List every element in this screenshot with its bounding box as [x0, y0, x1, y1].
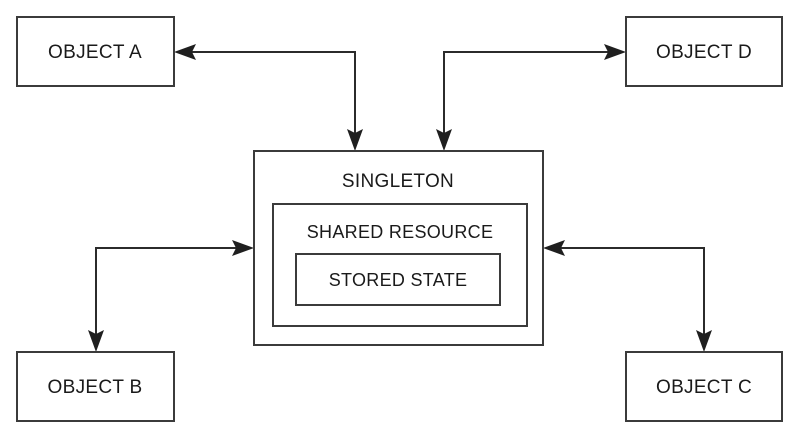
connector-singleton-to-object-b — [88, 240, 254, 352]
arrowhead-left-singleton-right — [543, 240, 565, 256]
stored-state-label: STORED STATE — [329, 270, 468, 290]
arrowhead-down-singleton-left — [347, 129, 363, 151]
object-b-box[interactable] — [16, 351, 175, 422]
node-stored-state[interactable]: STORED STATE — [295, 253, 501, 306]
node-object-c[interactable]: OBJECT C — [625, 351, 783, 422]
object-d-box[interactable] — [625, 16, 783, 87]
node-shared-resource[interactable]: SHARED RESOURCE STORED STATE — [272, 203, 528, 327]
object-c-label: OBJECT C — [656, 377, 752, 398]
connector-line-singleton-object-d — [443, 51, 620, 145]
connector-singleton-to-object-c — [543, 240, 712, 352]
arrowhead-left-object-a — [174, 44, 196, 60]
object-d-label: OBJECT D — [656, 42, 752, 63]
object-b-label: OBJECT B — [48, 377, 143, 398]
object-c-box[interactable] — [625, 351, 783, 422]
connector-line-singleton-object-b — [95, 247, 248, 346]
connector-line-singleton-object-c — [549, 247, 705, 346]
node-object-b[interactable]: OBJECT B — [16, 351, 175, 422]
arrowhead-right-object-d — [604, 44, 626, 60]
node-singleton[interactable]: SINGLETON SHARED RESOURCE STORED STATE — [253, 150, 544, 346]
object-a-box[interactable] — [16, 16, 175, 87]
stored-state-box[interactable] — [295, 253, 501, 306]
connector-singleton-to-object-d — [436, 44, 626, 151]
singleton-label: SINGLETON — [342, 171, 454, 192]
object-a-label: OBJECT A — [48, 42, 142, 63]
shared-resource-label: SHARED RESOURCE — [307, 222, 494, 242]
arrowhead-down-singleton-right — [436, 129, 452, 151]
connector-singleton-to-object-a — [174, 44, 363, 151]
arrowhead-down-object-c — [696, 330, 712, 352]
node-object-d[interactable]: OBJECT D — [625, 16, 783, 87]
arrowhead-right-singleton-left — [232, 240, 254, 256]
connector-line-singleton-object-a — [180, 51, 356, 145]
node-object-a[interactable]: OBJECT A — [16, 16, 175, 87]
arrowhead-down-object-b — [88, 330, 104, 352]
